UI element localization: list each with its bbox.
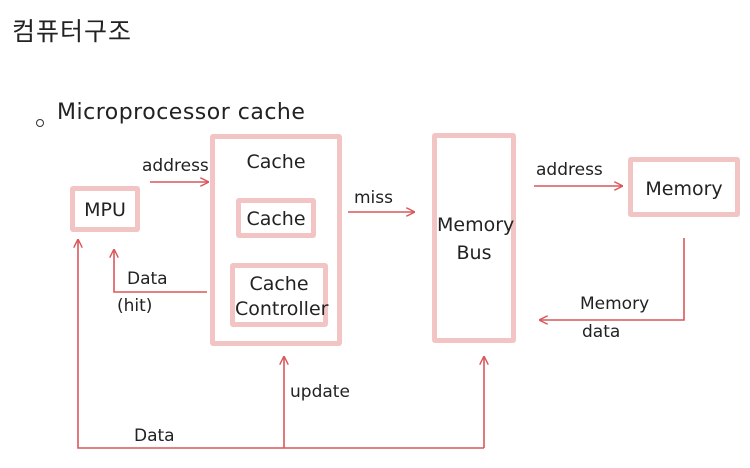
mpu-box: MPU (70, 186, 140, 232)
memory-bus-label-1: Memory (437, 214, 515, 236)
bullet-heading: Microprocessor cache (57, 100, 306, 125)
edge-label-miss: miss (354, 188, 393, 208)
bullet-dot (36, 119, 44, 127)
page-title: 컴퓨터구조 (12, 17, 133, 46)
edge-label-update: update (290, 382, 350, 402)
cache-controller-label-1: Cache (249, 273, 309, 295)
edge-label-data: Data (127, 269, 168, 289)
edge-label-address-mpu: address (142, 156, 209, 176)
cache-inner-box: Cache (236, 198, 316, 238)
edge-label-memory-data-1: Memory (580, 294, 650, 314)
memory-bus-box: Memory Bus (432, 133, 516, 343)
cache-controller-label-2: Controller (235, 298, 329, 320)
edge-label-address-bus: address (536, 160, 603, 180)
mpu-label: MPU (84, 199, 126, 221)
edge-label-data-bottom: Data (134, 426, 175, 446)
arrow-memory-to-bus (540, 238, 685, 320)
edge-label-memory-data-2: data (582, 322, 621, 342)
cache-box: Cache (210, 134, 342, 346)
cache-inner-label: Cache (246, 208, 306, 230)
cache-controller-box: Cache Controller (230, 263, 328, 327)
cache-label: Cache (246, 151, 306, 173)
memory-bus-label-2: Bus (456, 242, 492, 264)
arrow-bottom-to-mpu (78, 240, 484, 449)
memory-label: Memory (645, 178, 723, 200)
arrow-cache-to-mpu (114, 250, 207, 293)
edge-label-hit: (hit) (117, 296, 153, 316)
memory-box: Memory (628, 157, 740, 217)
